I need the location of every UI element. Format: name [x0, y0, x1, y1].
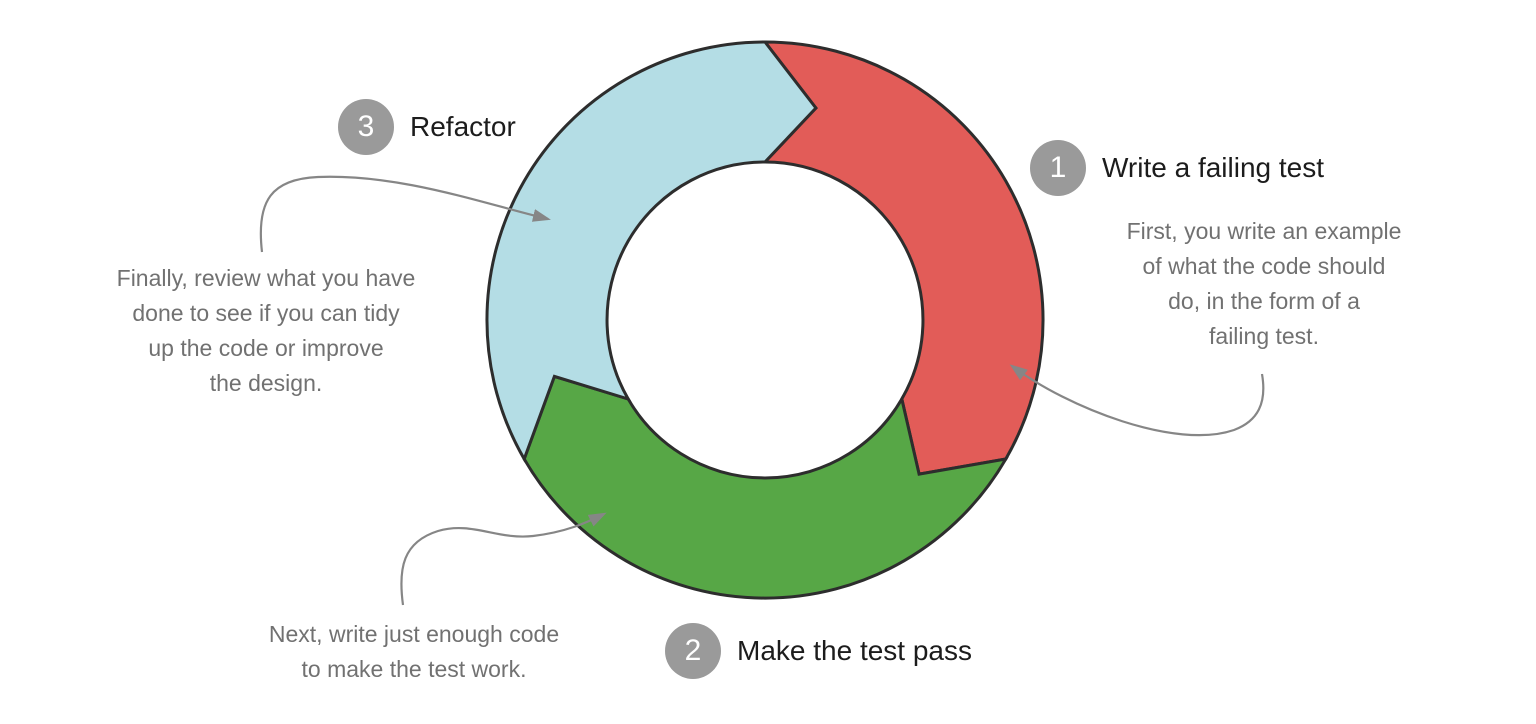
segment-write-failing-test [761, 40, 1045, 476]
step-2-title: Make the test pass [737, 635, 973, 666]
segment-refactor [485, 40, 818, 463]
connector-arrow-to-test-pass-segment [400, 512, 607, 606]
connector-arrow-to-failing-test-segment [1009, 364, 1265, 437]
step-1-number-badge: 1 [1030, 140, 1086, 196]
step-1-title: Write a failing test [1102, 152, 1325, 183]
step-3-title: Refactor [410, 111, 516, 142]
step-3-number-badge: 3 [338, 99, 394, 155]
connector-arrow-to-refactor-segment [259, 175, 551, 253]
step-2-number-badge: 2 [665, 623, 721, 679]
step-1-label: 1 Write a failing test [1030, 140, 1324, 196]
step-1-description: First, you write an example of what the … [1126, 218, 1402, 349]
step-3-label: 3 Refactor [338, 99, 516, 155]
step-3-description: Finally, review what you have done to se… [116, 265, 416, 396]
step-2-description: Next, write just enough code to make the… [268, 621, 560, 682]
step-2-label: 2 Make the test pass [665, 623, 972, 679]
segment-make-test-pass [522, 374, 1009, 600]
